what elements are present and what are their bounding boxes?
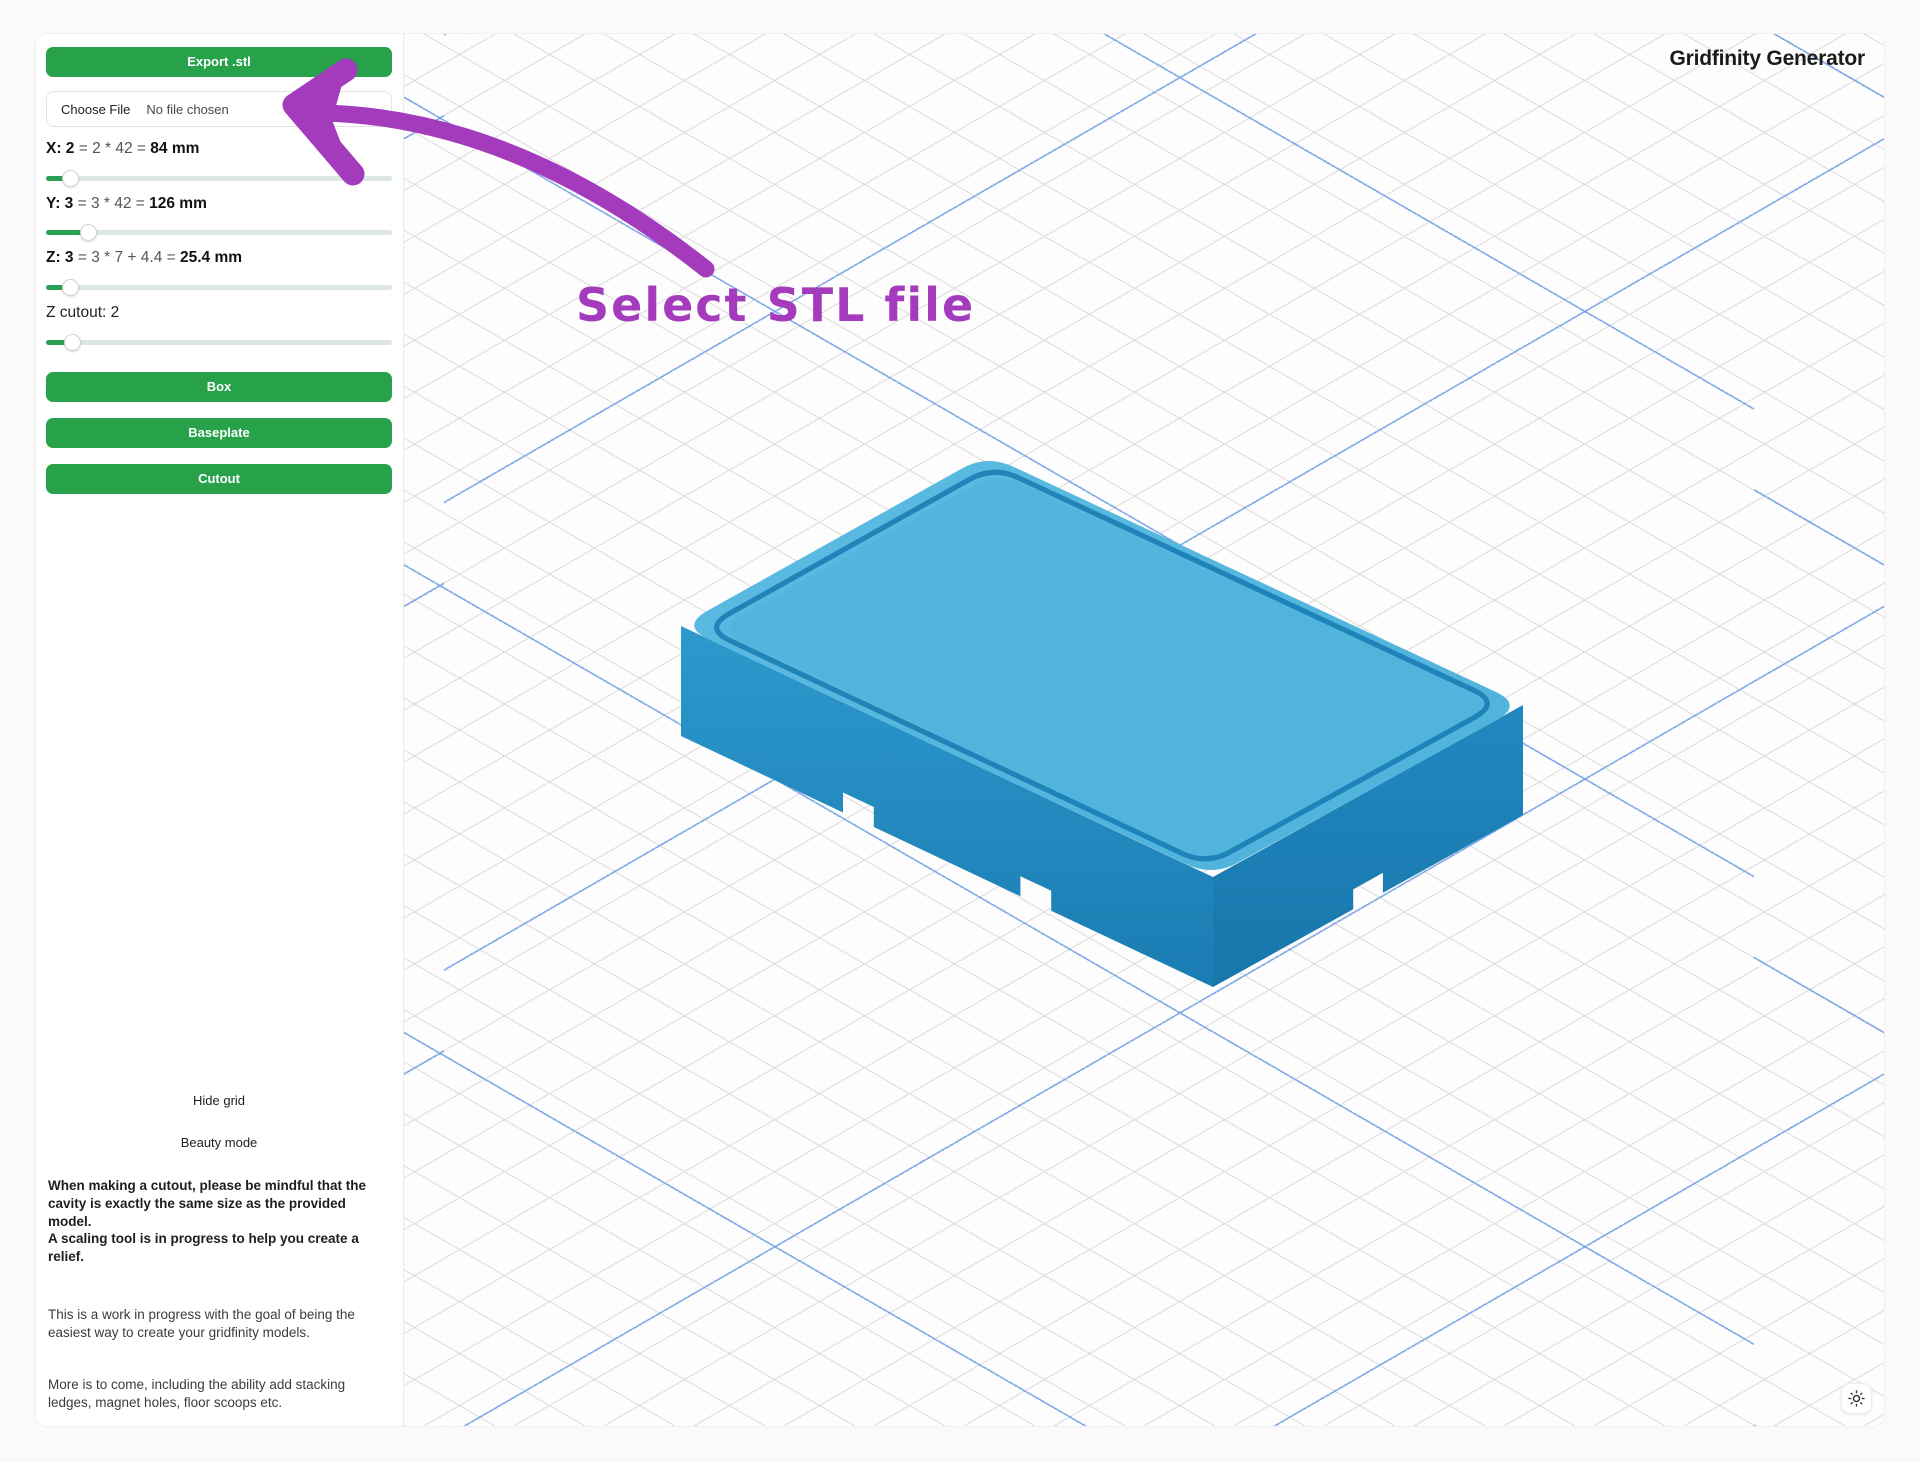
z-slider[interactable] bbox=[46, 279, 392, 296]
y-result: 126 mm bbox=[149, 195, 207, 212]
sun-icon bbox=[1848, 1390, 1865, 1407]
hide-grid-button[interactable]: Hide grid bbox=[46, 1090, 392, 1110]
z-cutout-slider-label: Z cutout: 2 bbox=[46, 304, 392, 324]
z-slider-thumb[interactable] bbox=[62, 279, 80, 296]
theme-toggle-button[interactable] bbox=[1841, 1383, 1872, 1414]
z-result: 25.4 mm bbox=[180, 249, 243, 266]
y-slider-thumb[interactable] bbox=[79, 224, 97, 241]
y-slider-fill bbox=[46, 230, 88, 235]
box-left-wall bbox=[681, 626, 1213, 987]
z-cutout-slider[interactable] bbox=[46, 334, 392, 351]
x-result: 84 mm bbox=[150, 140, 200, 157]
app-card: Export .stl Choose File No file chosen X… bbox=[35, 33, 1885, 1427]
work-in-progress-note: This is a work in progress with the goal… bbox=[48, 1307, 355, 1340]
z-cutout-slider-thumb[interactable] bbox=[63, 334, 81, 351]
file-status-text: No file chosen bbox=[146, 101, 229, 117]
page-title: Gridfinity Generator bbox=[1669, 47, 1865, 70]
gridfinity-box-model bbox=[681, 460, 1523, 987]
x-value: X: 2 bbox=[46, 140, 75, 157]
cutout-button[interactable]: Cutout bbox=[46, 464, 392, 494]
y-formula: = 3 * 42 = bbox=[73, 195, 150, 212]
x-slider-track[interactable] bbox=[46, 176, 392, 181]
export-stl-button[interactable]: Export .stl bbox=[46, 47, 392, 77]
z-slider-fill bbox=[46, 285, 71, 290]
sidebar: Export .stl Choose File No file chosen X… bbox=[36, 34, 404, 1426]
baseplate-button[interactable]: Baseplate bbox=[46, 418, 392, 448]
z-cutout-slider-fill bbox=[46, 340, 72, 345]
viewport-canvas[interactable]: Gridfinity Generator bbox=[404, 34, 1884, 1426]
x-slider[interactable] bbox=[46, 170, 392, 187]
box-inner-floor bbox=[728, 478, 1476, 853]
y-slider-track[interactable] bbox=[46, 230, 392, 235]
file-input[interactable]: Choose File No file chosen bbox=[46, 91, 392, 127]
z-cutout-value: Z cutout: 2 bbox=[46, 304, 120, 321]
y-slider[interactable] bbox=[46, 224, 392, 241]
z-slider-label: Z: 3 = 3 * 7 + 4.4 = 25.4 mm bbox=[46, 249, 392, 269]
more-to-come-note: More is to come, including the ability a… bbox=[48, 1377, 346, 1410]
x-slider-fill bbox=[46, 176, 71, 181]
box-button[interactable]: Box bbox=[46, 372, 392, 402]
z-slider-track[interactable] bbox=[46, 285, 392, 290]
box-right-wall bbox=[1213, 705, 1523, 987]
z-cutout-slider-track[interactable] bbox=[46, 340, 392, 345]
x-slider-label: X: 2 = 2 * 42 = 84 mm bbox=[46, 140, 392, 160]
box-rim-groove bbox=[714, 469, 1490, 862]
y-value: Y: 3 bbox=[46, 195, 74, 212]
choose-file-label[interactable]: Choose File bbox=[61, 101, 131, 117]
z-formula: = 3 * 7 + 4.4 = bbox=[73, 249, 180, 266]
y-slider-label: Y: 3 = 3 * 42 = 126 mm bbox=[46, 195, 392, 215]
beauty-mode-button[interactable]: Beauty mode bbox=[46, 1132, 392, 1152]
x-formula: = 2 * 42 = bbox=[74, 140, 151, 157]
cutout-warning-note: When making a cutout, please be mindful … bbox=[48, 1178, 367, 1265]
z-value: Z: 3 bbox=[46, 249, 74, 266]
x-slider-thumb[interactable] bbox=[62, 170, 80, 187]
